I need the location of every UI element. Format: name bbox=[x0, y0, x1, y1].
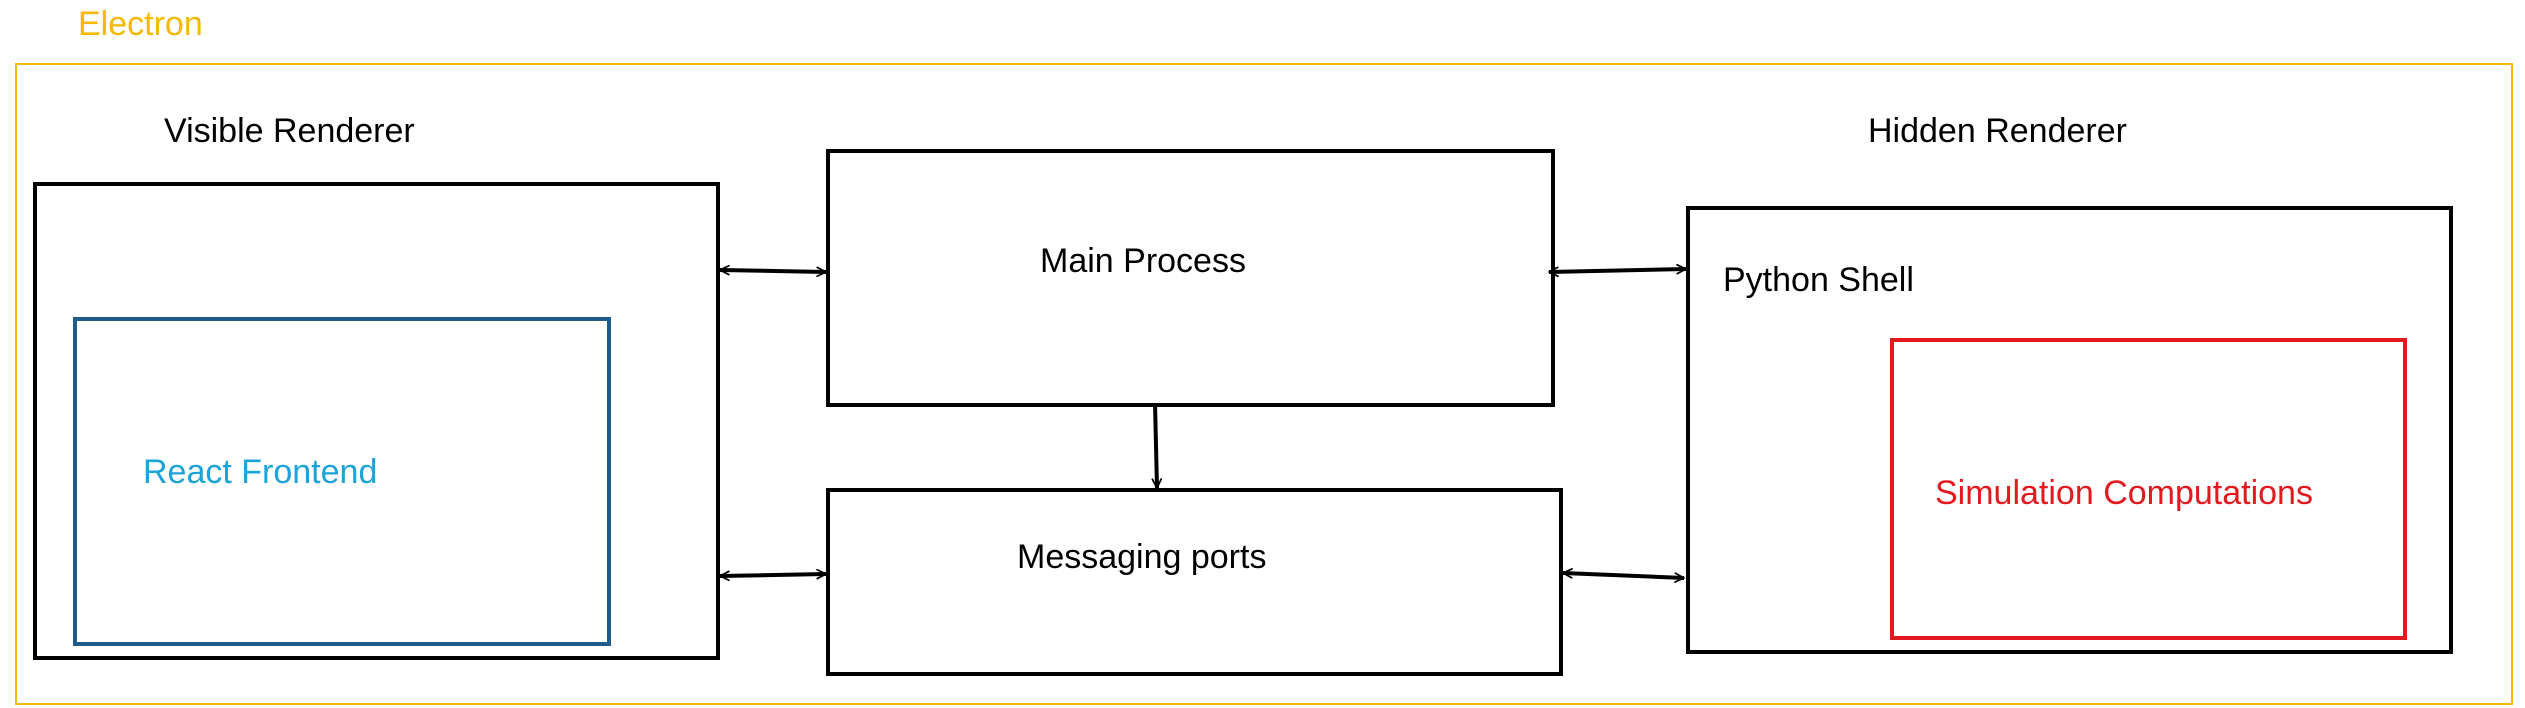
simulation-computations-box bbox=[1890, 338, 2407, 640]
visible-renderer-box bbox=[33, 182, 720, 660]
messaging-ports-label: Messaging ports bbox=[1017, 538, 1266, 576]
simulation-computations-label: Simulation Computations bbox=[1935, 474, 2313, 512]
hidden-renderer-label: Hidden Renderer bbox=[1868, 112, 2127, 150]
arrow-messaging-hidden bbox=[1562, 568, 1685, 583]
hidden-renderer-box bbox=[1686, 206, 2453, 654]
arrow-main-messaging bbox=[1151, 402, 1163, 489]
main-process-label: Main Process bbox=[1040, 242, 1246, 280]
electron-label: Electron bbox=[78, 5, 203, 43]
arrow-main-hidden bbox=[1548, 263, 1687, 278]
react-frontend-box bbox=[73, 317, 611, 646]
visible-renderer-label: Visible Renderer bbox=[164, 112, 415, 150]
react-frontend-label: React Frontend bbox=[143, 453, 377, 491]
electron-container bbox=[15, 63, 2513, 705]
messaging-ports-box bbox=[826, 488, 1563, 676]
arrow-visible-main bbox=[719, 264, 827, 278]
main-process-box bbox=[826, 149, 1555, 407]
arrow-visible-messaging bbox=[719, 568, 827, 582]
python-shell-label: Python Shell bbox=[1723, 261, 1914, 299]
